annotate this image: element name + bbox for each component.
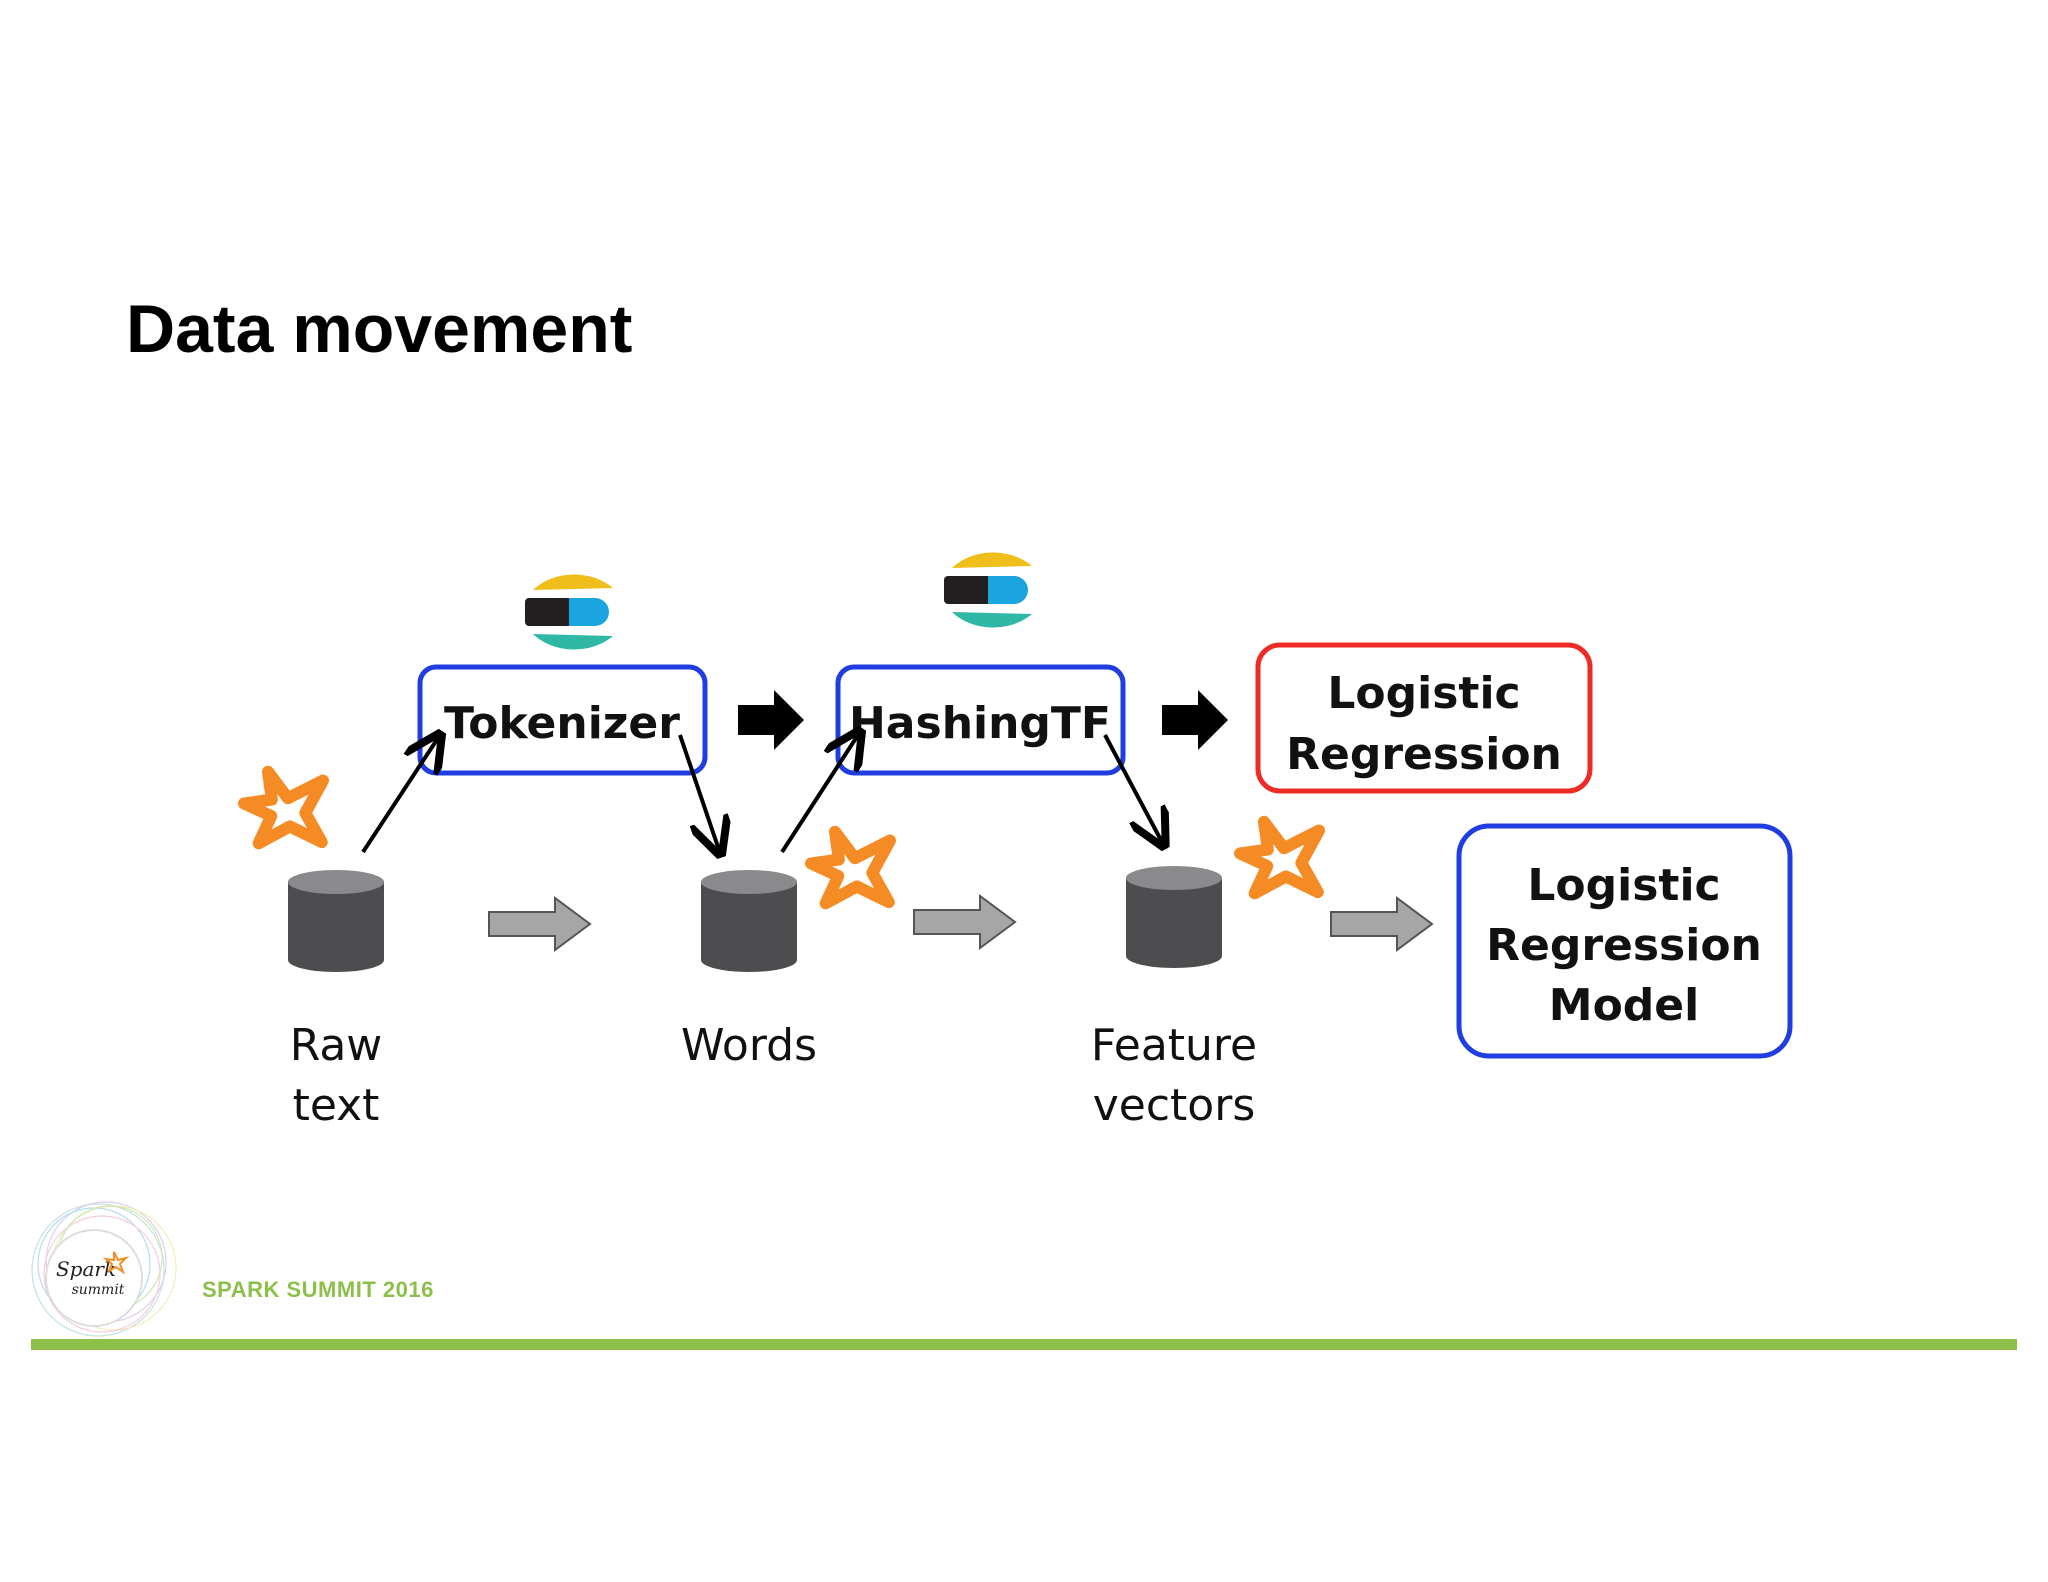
spark-summit-logo-icon: Spark summit — [31, 1201, 177, 1337]
logistic-regression-model: Logistic Regression Model — [1456, 823, 1793, 1059]
tokenizer-label: Tokenizer — [444, 698, 680, 749]
raw-text-cylinder-icon — [288, 870, 384, 972]
flow-arrow-2 — [913, 894, 1017, 950]
spark-star-icon — [1234, 815, 1326, 900]
tokenizer-stage: Tokenizer — [417, 664, 708, 776]
flow-arrow-1 — [488, 896, 592, 952]
tokenizer-to-words-arrow — [678, 734, 719, 850]
raw-to-tokenizer-arrow — [361, 738, 438, 854]
words-cylinder-icon — [701, 870, 797, 972]
elasticsearch-logo-icon — [525, 574, 613, 650]
logistic-regression-stage: Logistic Regression — [1255, 642, 1593, 794]
model-label-line-3: Model — [1549, 980, 1699, 1031]
raw-text-label-line-1: Raw — [290, 1020, 383, 1071]
logistic-regression-label-line-1: Logistic — [1327, 668, 1520, 719]
feature-vectors-label-line-2: vectors — [1093, 1080, 1256, 1131]
hashingtf-label: HashingTF — [849, 698, 1111, 749]
slide-title: Data movement — [126, 291, 633, 367]
hashingtf-to-features-arrow — [1103, 734, 1162, 842]
raw-text-label-line-2: text — [293, 1080, 380, 1131]
feature-vectors-label-line-1: Feature — [1091, 1020, 1257, 1071]
spark-star-icon — [805, 825, 897, 910]
spark-star-icon — [238, 765, 330, 850]
hashingtf-stage: HashingTF — [835, 664, 1126, 776]
model-label-line-2: Regression — [1486, 920, 1762, 971]
footer-event-label: SPARK SUMMIT 2016 — [202, 1277, 434, 1302]
footer-accent-bar — [31, 1339, 2017, 1350]
flow-arrow-3 — [1330, 896, 1434, 952]
logo-text-spark: Spark — [56, 1257, 116, 1281]
elasticsearch-logo-icon — [944, 552, 1032, 628]
words-label: Words — [681, 1020, 817, 1071]
stage-arrow-2 — [1162, 690, 1228, 750]
feature-vectors-cylinder-icon — [1126, 866, 1222, 968]
logistic-regression-label-line-2: Regression — [1286, 729, 1562, 780]
stage-arrow-1 — [738, 690, 804, 750]
words-to-hashingtf-arrow — [780, 735, 858, 854]
logo-text-summit: summit — [72, 1282, 125, 1298]
model-label-line-1: Logistic — [1527, 860, 1720, 911]
